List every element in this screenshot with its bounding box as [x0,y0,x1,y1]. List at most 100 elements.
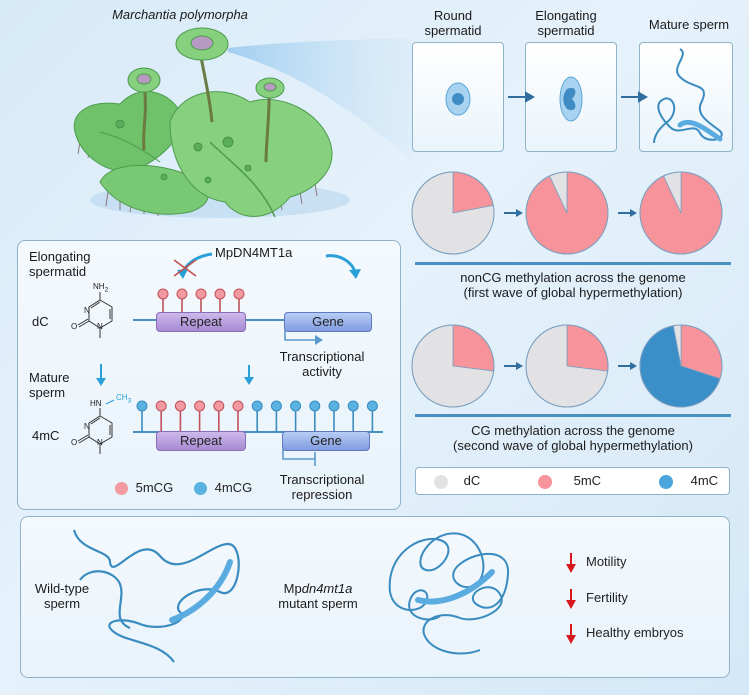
atom-n-label: N [97,322,103,331]
label-line: Wild-type [34,581,90,596]
phenotype-panel [20,516,730,678]
cg-caption: CG methylation across the genome (second… [405,423,741,453]
stage-label-elongating-spermatid: Elongating spermatid [521,8,611,38]
base-dc-label: dC [32,314,49,329]
mutant-sperm-label: Mpdn4mt1a mutant sperm [263,581,373,611]
transcription-blocked-icon [282,449,316,466]
pie-legend: dC 5mC 4mC [415,467,730,495]
5mcg-swatch [115,482,128,496]
atom-o-label: O [71,322,78,331]
cross-icon [173,259,197,277]
arrow-to-gene [325,254,357,273]
effect-label: Motility [586,554,627,569]
stage-elongating-spermatid-label: Elongating spermatid [29,249,90,279]
gene-label: Gene [312,314,344,329]
noncg-caption: nonCG methylation across the genome (fir… [405,270,741,300]
methyl-site-5mcg [213,400,225,412]
label-line: sperm [29,385,66,400]
n4-methylcytosine-structure-icon [77,399,115,454]
stage-label-round-spermatid: Round spermatid [408,8,498,38]
label-line: Mature [29,370,70,385]
arrow-right-icon [508,91,536,103]
label-line: sperm [43,596,81,611]
4mc-swatch [659,474,673,489]
label-line: activity [302,364,342,379]
dna-strand-mature [133,400,383,433]
elongating-spermatid-cell-icon [559,76,583,122]
atom-n-label: N [97,438,103,447]
legend-label: 5mCG [135,480,174,495]
label-line: spermatid [29,264,87,279]
legend-item-5mc: 5mC [538,473,601,489]
atom-n-label: N [84,422,90,431]
5mc-swatch [538,474,552,489]
stage-label-mature-sperm: Mature sperm [634,17,744,32]
ch-text: CH [116,393,128,402]
noncg-divider [415,262,731,265]
noncg-subtitle: (first wave of global hypermethylation) [463,285,683,300]
methyl-site-4mcg [309,400,321,412]
repeat-element-box: Repeat [156,431,246,451]
legend-label: 4mCG [214,480,253,495]
methyl-site-5mcg [232,400,244,412]
nh2-label: NH2 [93,282,108,294]
mature-sperm-icon [653,48,723,144]
dc-swatch [434,474,448,489]
repeat-label: Repeat [180,433,222,448]
legend-label: 4mC [690,473,719,488]
stage-label-line: Round [433,8,473,23]
effect-label: Fertility [586,590,628,605]
transcription-start-arrow-icon [284,330,323,345]
stage-label-line: spermatid [537,23,595,38]
methyl-site-5mcg [214,288,226,300]
cg-divider [415,414,731,417]
enzyme-arrows [173,252,361,279]
stage-label-line: spermatid [424,23,482,38]
wild-type-sperm-icon [72,529,240,663]
mechanism-panel [17,240,401,510]
site-legend-5mcg: 5mCG [115,480,174,496]
legend-label: 5mC [573,473,602,488]
mutant-prefix: Mp [283,581,302,596]
repeat-element-box: Repeat [156,312,246,332]
methyl-site-4mcg [347,400,359,412]
label-line: Transcriptional [279,472,365,487]
stage-label-line: Elongating [535,8,597,23]
enzyme-label: MpDN4MT1a [215,245,293,260]
transcriptional-activity-label: Transcriptional activity [262,349,382,379]
elongating-spermatid-box [525,42,617,152]
legend-item-4mc: 4mC [659,473,718,489]
cg-title: CG methylation across the genome [471,423,675,438]
legend-item-dc: dC [434,473,480,489]
methyl-site-4mcg [328,400,340,412]
transcriptional-repression-label: Transcriptional repression [262,472,382,502]
methyl-site-4mcg [366,400,378,412]
sub-text: 2 [104,286,109,294]
cg-subtitle: (second wave of global hypermethylation) [453,438,693,453]
round-spermatid-cell-icon [445,82,471,116]
marchantia-plant-illustration [73,27,350,218]
methyl-site-4mcg [290,400,302,412]
gene-box: Gene [284,312,372,332]
sub-text: 3 [127,397,132,405]
down-arrow-icon [566,589,576,609]
methyl-site-5mcg [157,288,169,300]
label-line: Transcriptional [279,349,365,364]
nh-text: NH [93,282,105,291]
mutant-sperm-icon [388,532,510,655]
methyl-site-5mcg [176,288,188,300]
mutant-name: Mpdn4mt1a [263,581,373,596]
cytosine-structure-icon [77,292,113,338]
methyl-site-4mcg [251,400,263,412]
label-line: Elongating [29,249,91,264]
down-arrow-icon [566,553,576,573]
site-legend-4mcg: 4mCG [194,480,253,496]
mutant-gene: dn4mt1a [301,581,353,596]
down-arrow-icon [244,365,254,385]
methyl-site-5mcg [194,400,206,412]
legend-label: dC [463,473,481,488]
mature-sperm-box [639,42,733,152]
label-line: repression [291,487,353,502]
base-4mc-label: 4mC [32,428,60,443]
